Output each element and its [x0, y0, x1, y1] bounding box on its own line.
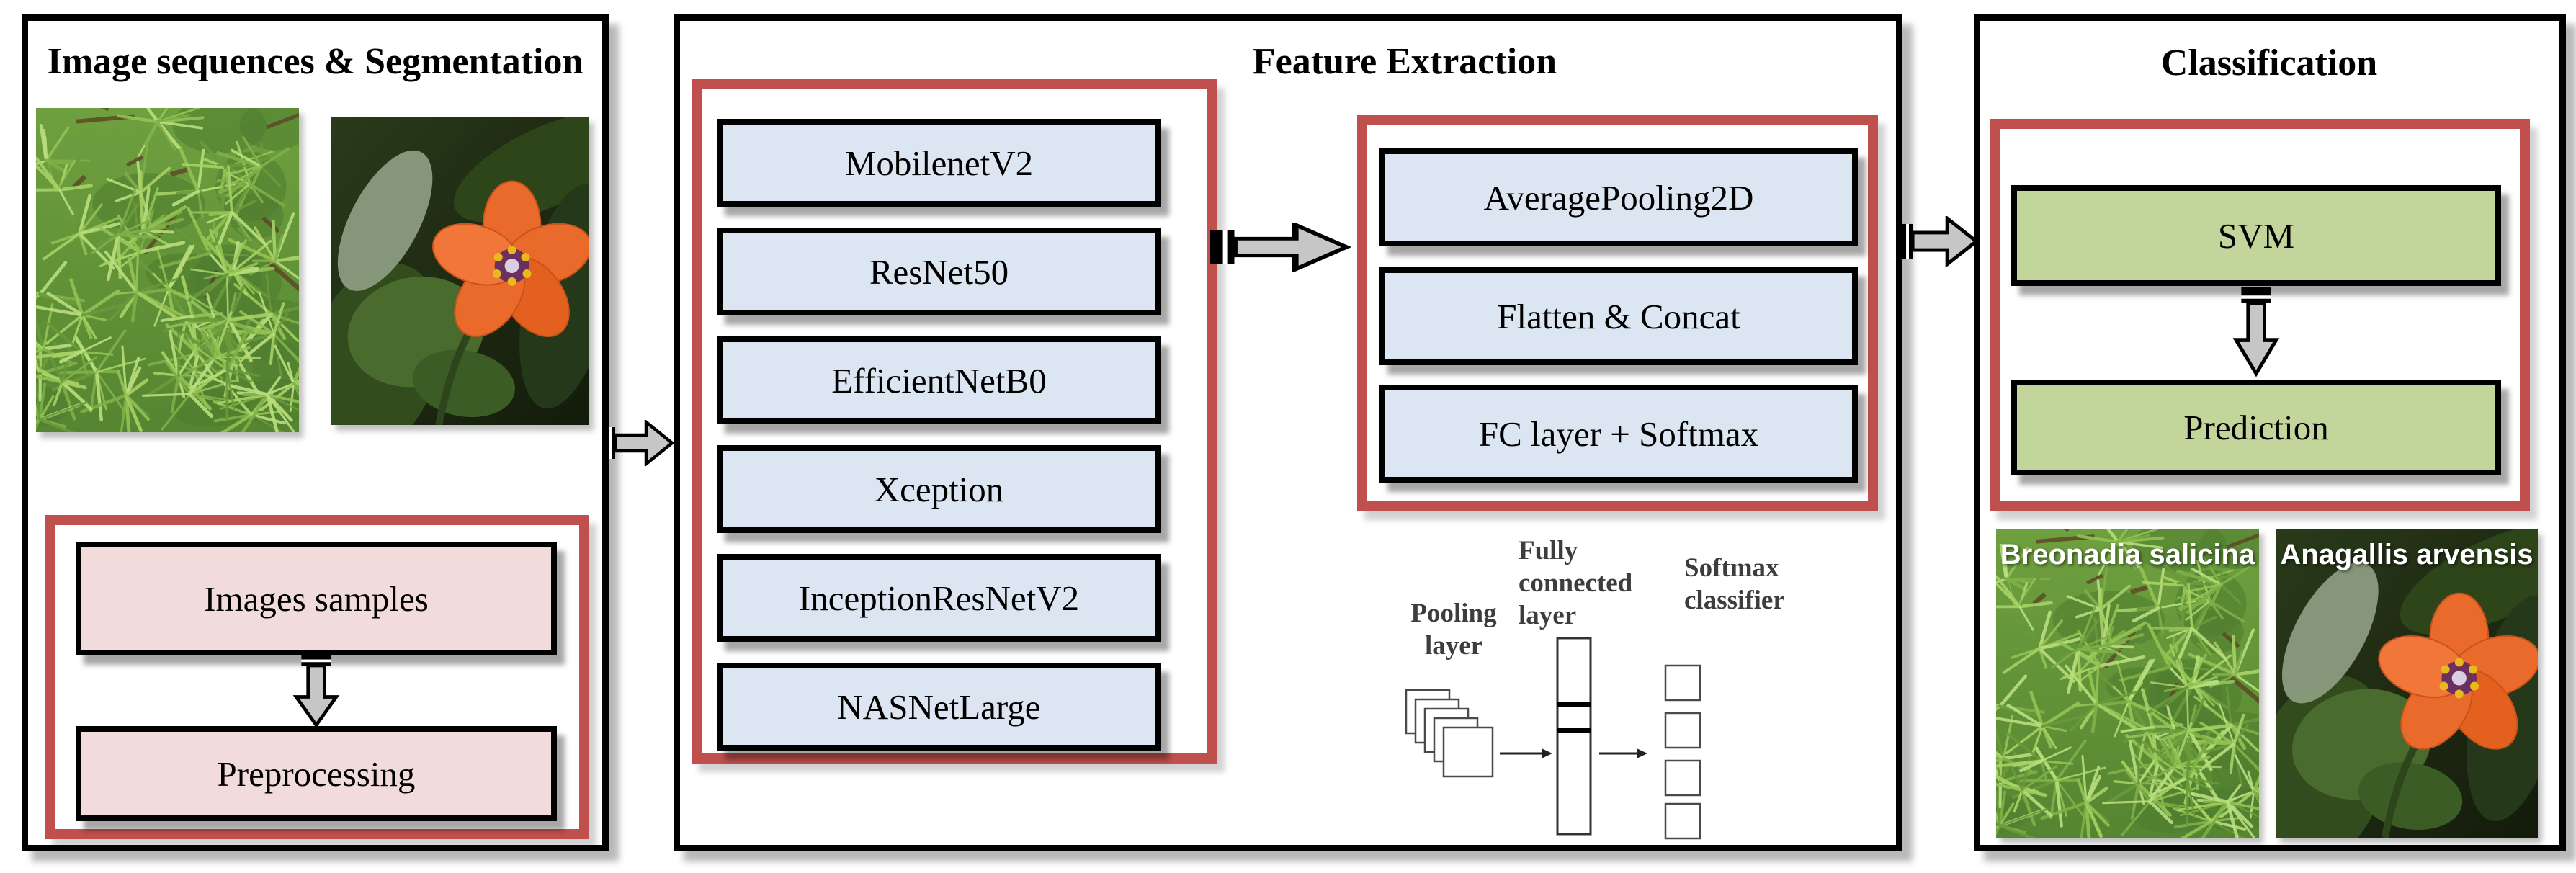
flatten-concat-label: Flatten & Concat — [1497, 296, 1740, 336]
model-label-mobilenetv2: MobilenetV2 — [844, 143, 1034, 183]
cnn-sketch: Pooling layer Fully connected layer Soft… — [1405, 536, 1785, 840]
svg-text:connected: connected — [1519, 568, 1633, 598]
averagepooling-label: AveragePooling2D — [1483, 177, 1754, 218]
model-label-xception: Xception — [874, 469, 1004, 509]
model-box: Xception — [717, 445, 1161, 533]
svm-label: SVM — [2217, 215, 2295, 256]
panel-classification-title: Classification — [2160, 42, 2378, 84]
arrow-svm-to-prediction — [2232, 287, 2280, 378]
sample-photo-foliage — [36, 108, 299, 432]
sample-photo-flower — [331, 117, 589, 425]
anagallis-label: Anagallis arvensis — [2280, 539, 2533, 570]
model-label-resnet50: ResNet50 — [869, 251, 1009, 292]
softmax-units — [1664, 664, 1701, 840]
fusion-group-frame — [1357, 115, 1878, 511]
arrow-samples-to-preprocessing — [292, 653, 340, 729]
averagepooling-box: AveragePooling2D — [1379, 148, 1858, 246]
result-photo-anagallis: Anagallis arvensis — [2276, 529, 2538, 838]
prediction-label: Prediction — [2183, 408, 2329, 447]
svg-text:layer: layer — [1519, 601, 1576, 630]
model-box: MobilenetV2 — [717, 119, 1161, 207]
fc-vector — [1556, 637, 1592, 836]
feature-maps-stack — [1405, 689, 1494, 778]
model-label-nasnetlarge: NASNetLarge — [837, 686, 1041, 727]
preprocessing-box: Preprocessing — [76, 726, 557, 821]
fully-connected-label: Fully — [1519, 536, 1578, 565]
svg-text:layer: layer — [1425, 631, 1482, 661]
arrow-panel2-to-panel3 — [1899, 216, 1980, 267]
model-box: EfficientNetB0 — [717, 336, 1161, 424]
flatten-concat-box: Flatten & Concat — [1379, 267, 1858, 365]
fc-softmax-box: FC layer + Softmax — [1379, 385, 1858, 483]
classification-group-frame — [1990, 119, 2530, 511]
panel-feature-extraction-title: Feature Extraction — [1252, 41, 1557, 82]
svg-text:classifier: classifier — [1684, 586, 1785, 615]
prediction-box: Prediction — [2011, 380, 2501, 475]
fc-softmax-label: FC layer + Softmax — [1478, 413, 1759, 454]
arrow-models-to-fusion — [1210, 223, 1352, 272]
model-label-efficientnetb0: EfficientNetB0 — [831, 360, 1047, 400]
model-box: InceptionResNetV2 — [717, 554, 1161, 642]
segmentation-group-frame — [45, 515, 589, 839]
model-box: NASNetLarge — [717, 663, 1161, 751]
panel-segmentation-title: Image sequences & Segmentation — [47, 41, 583, 82]
svm-box: SVM — [2011, 185, 2501, 286]
images-samples-box: Images samples — [76, 542, 557, 655]
preprocessing-label: Preprocessing — [217, 753, 416, 794]
arrow-panel1-to-panel2 — [603, 420, 675, 466]
result-photo-breonadia: Breonadia salicina — [1996, 529, 2259, 838]
model-label-inceptionresnetv2: InceptionResNetV2 — [798, 578, 1080, 618]
images-samples-label: Images samples — [204, 578, 429, 619]
model-box: ResNet50 — [717, 228, 1161, 315]
softmax-classifier-label: Softmax — [1684, 553, 1779, 583]
breonadia-label: Breonadia salicina — [2000, 539, 2255, 570]
pooling-layer-label: Pooling — [1410, 599, 1497, 628]
backbone-models-frame — [692, 79, 1217, 764]
